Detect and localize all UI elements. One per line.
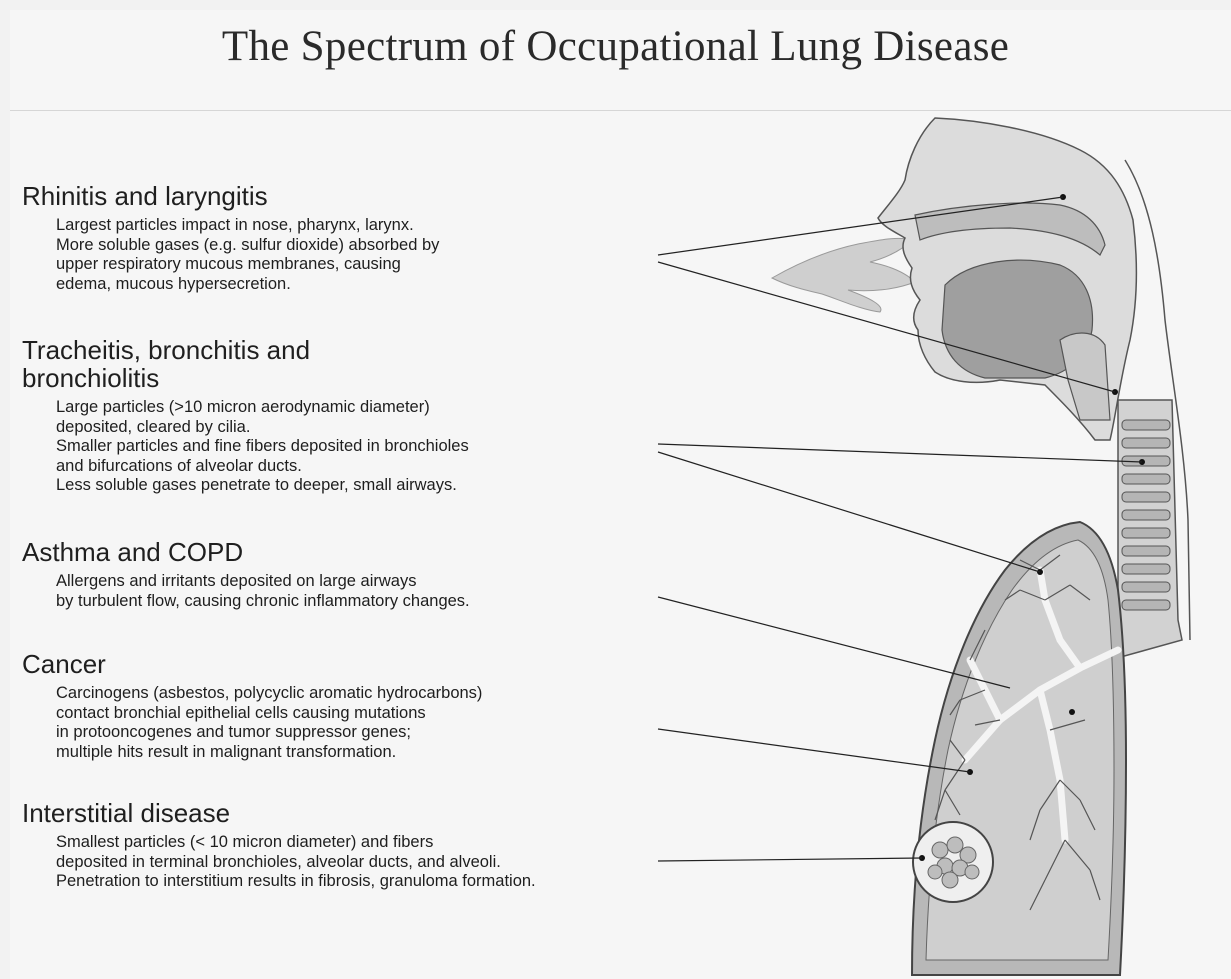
alveoli-magnification xyxy=(913,822,993,902)
trachea-rings xyxy=(1122,420,1170,610)
